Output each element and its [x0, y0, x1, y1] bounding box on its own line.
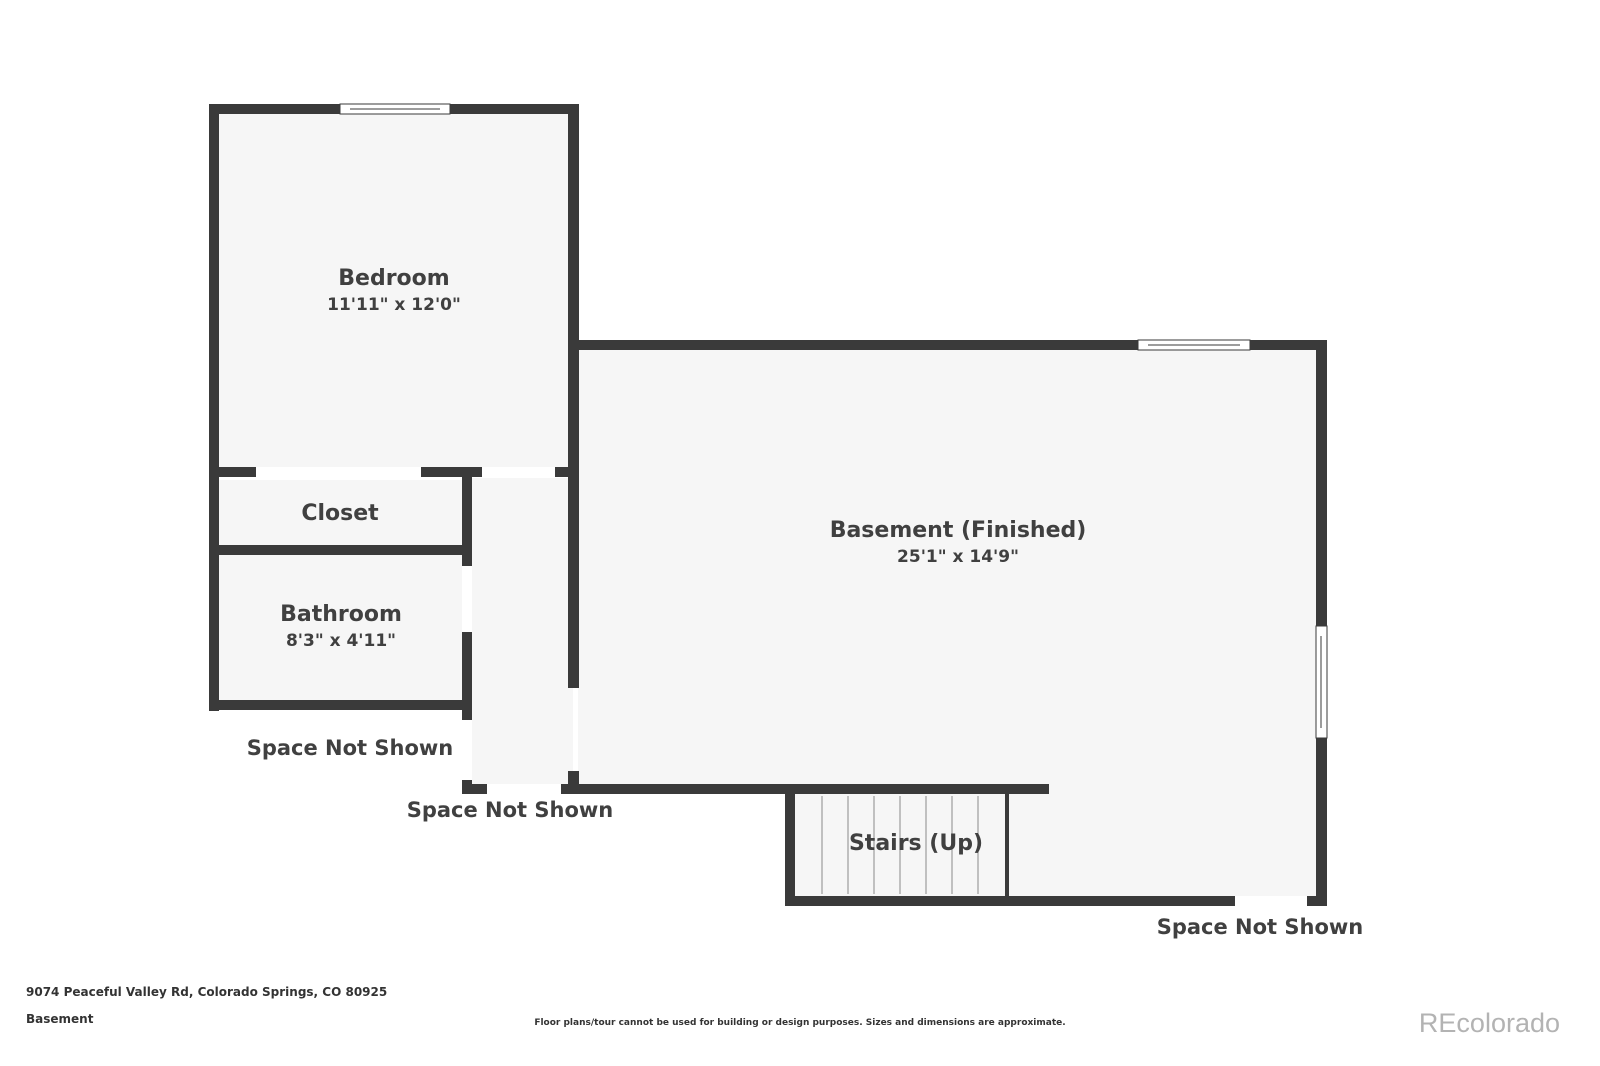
property-address: 9074 Peaceful Valley Rd, Colorado Spring… [26, 985, 388, 999]
wall [785, 784, 795, 906]
wall [209, 700, 472, 710]
wall [1316, 340, 1327, 906]
hallway-floor [472, 478, 573, 784]
wall [568, 104, 579, 354]
space-not-shown-bottom-right: Space Not Shown [1157, 915, 1364, 939]
openings [256, 103, 1328, 906]
door-opening [487, 784, 561, 794]
wall [209, 545, 472, 555]
stairs-label: Stairs (Up) [849, 831, 983, 856]
door-opening [462, 720, 472, 780]
closet-label: Closet [301, 501, 379, 526]
bathroom-dimensions: 8'3" x 4'11" [286, 631, 396, 651]
basement-lower-floor [1008, 786, 1316, 896]
closet-floor [219, 480, 463, 545]
wall [568, 477, 579, 688]
door-opening [1235, 896, 1307, 906]
door-opening [462, 566, 472, 632]
wall [785, 896, 1327, 906]
basement-dimensions: 25'1" x 14'9" [897, 547, 1019, 567]
door-opening [482, 467, 555, 477]
wall [568, 340, 1327, 350]
disclaimer: Floor plans/tour cannot be used for buil… [534, 1018, 1066, 1028]
wall [568, 354, 579, 477]
wall [568, 771, 579, 794]
basement-label: Basement (Finished) [830, 518, 1087, 543]
walls [209, 104, 1327, 906]
space-not-shown-left: Space Not Shown [247, 736, 454, 760]
brand-logo: REcolorado [1418, 1008, 1560, 1038]
space-not-shown-bottom-center: Space Not Shown [407, 798, 614, 822]
door-opening [256, 467, 421, 477]
floor-level: Basement [26, 1012, 94, 1026]
wall [209, 104, 219, 711]
wall [1005, 794, 1009, 896]
bedroom-label: Bedroom [338, 266, 449, 291]
bathroom-floor [219, 554, 463, 700]
stair-treads [821, 796, 979, 894]
bedroom-floor [219, 114, 569, 467]
bathroom-label: Bathroom [280, 602, 402, 627]
bedroom-dimensions: 11'11" x 12'0" [327, 295, 461, 315]
basement-floor [578, 350, 1316, 786]
stairs-floor [795, 794, 1007, 896]
wall [568, 784, 1049, 794]
floor-fills [219, 114, 1316, 896]
